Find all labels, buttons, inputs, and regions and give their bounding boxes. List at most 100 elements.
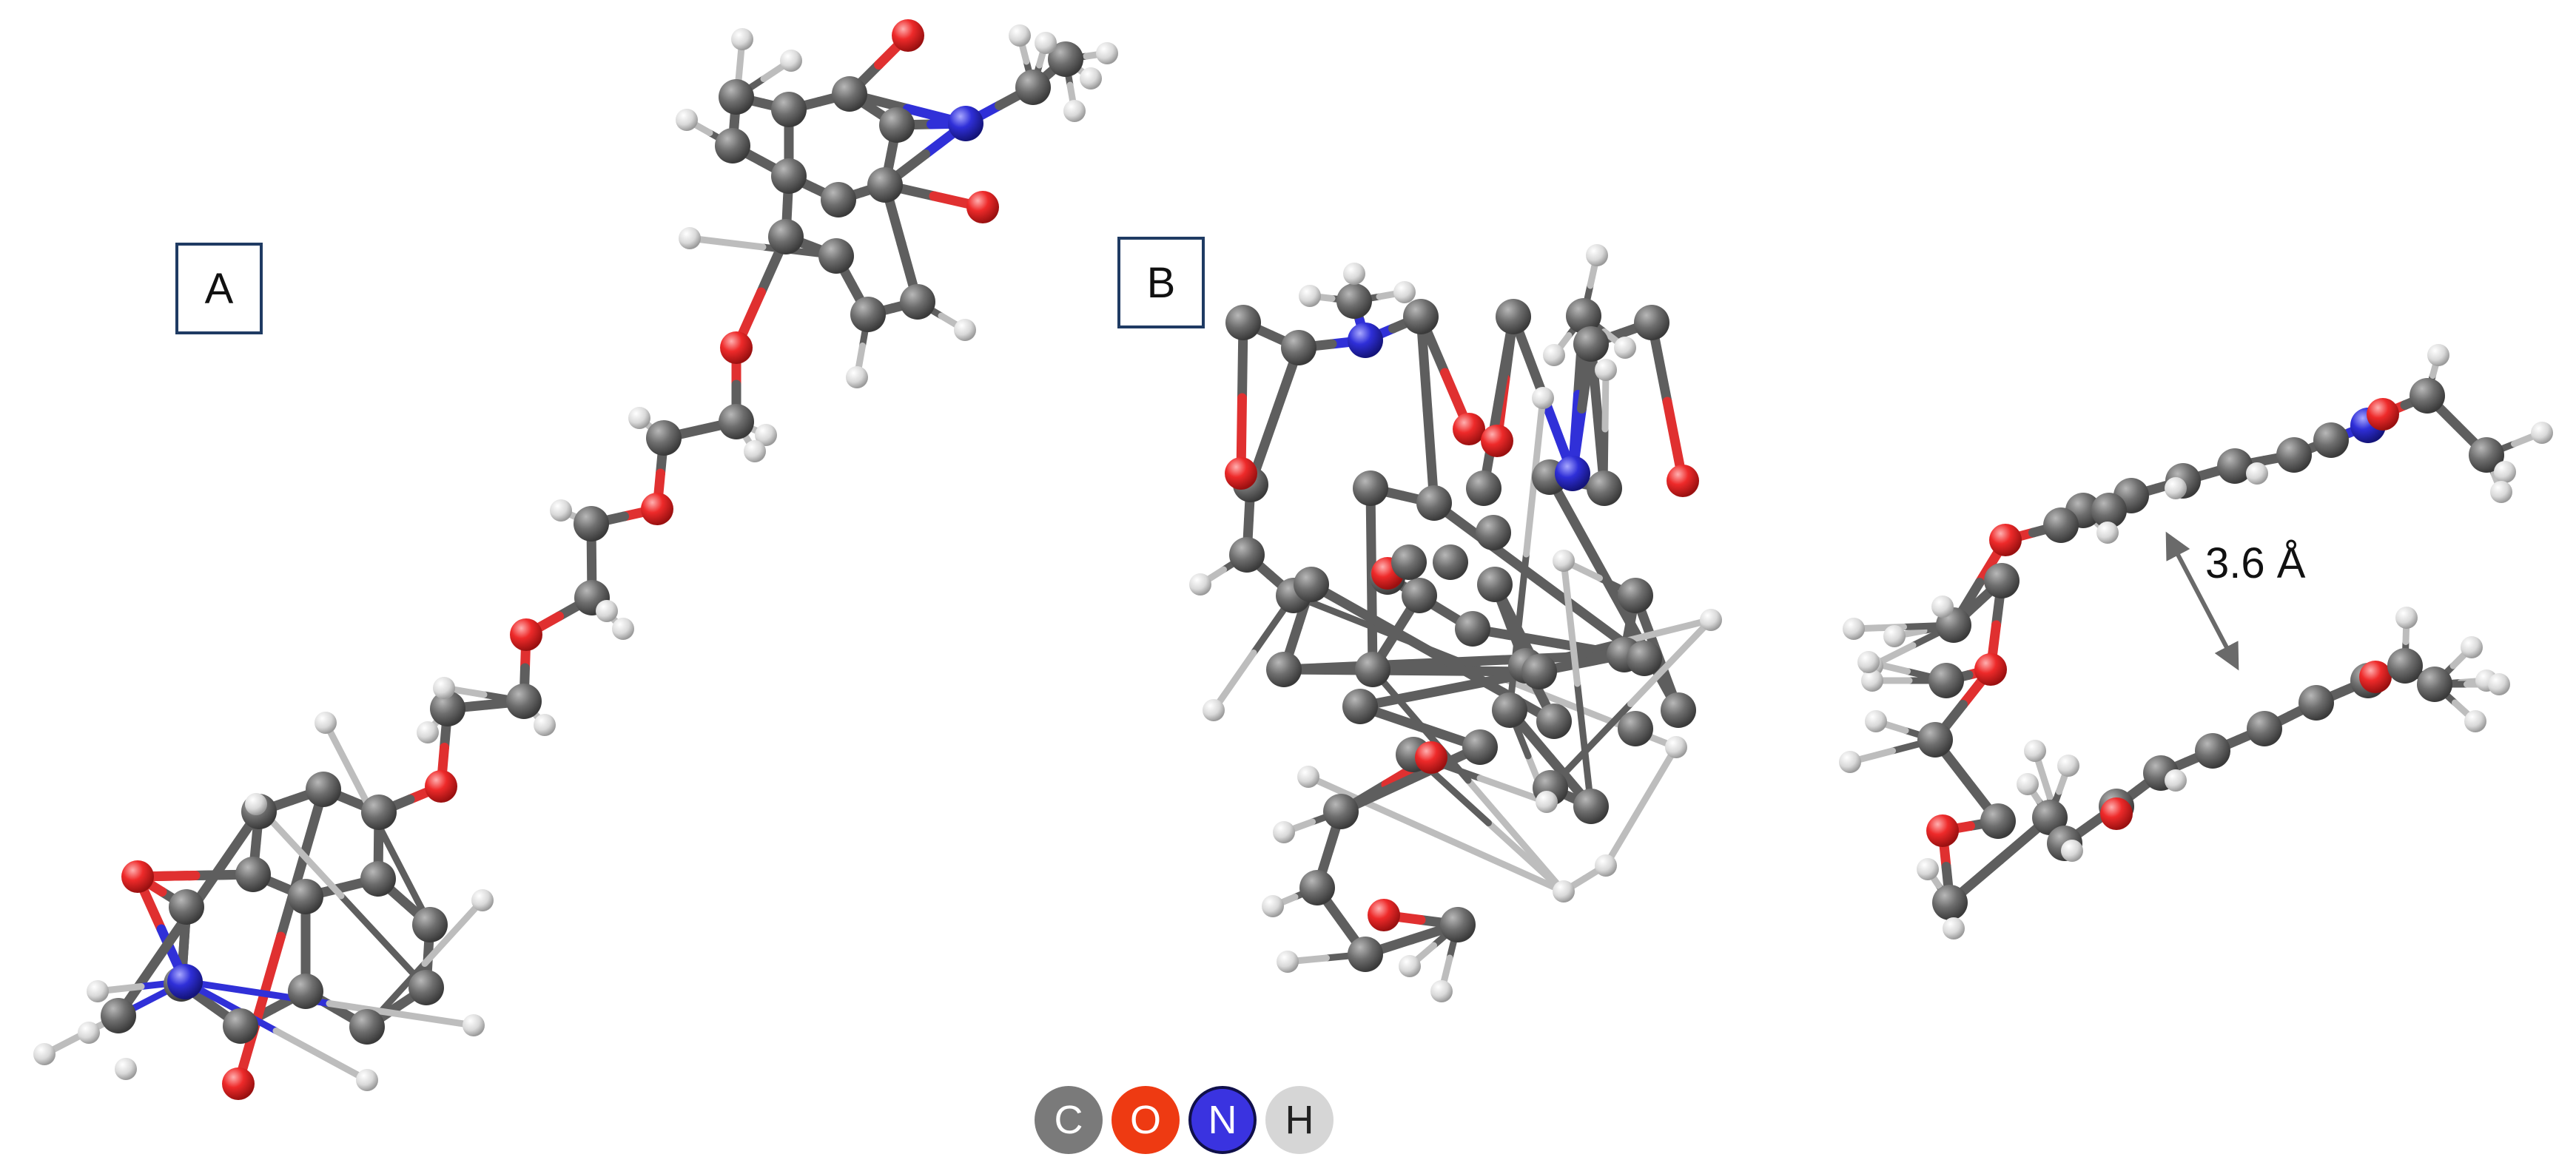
atom-h: [1857, 651, 1880, 673]
atom-c: [1229, 537, 1265, 573]
atom-h: [1595, 359, 1617, 381]
bond: [1305, 773, 1439, 837]
legend-n: N: [1188, 1086, 1257, 1154]
atom-c: [1336, 283, 1372, 319]
atom-c: [1403, 299, 1439, 334]
legend-c: C: [1035, 1086, 1103, 1154]
atom-n: [1348, 323, 1383, 358]
atom-c: [1048, 41, 1083, 77]
atom-h: [1273, 821, 1295, 843]
atom-c: [360, 861, 396, 897]
legend-h: H: [1265, 1086, 1334, 1154]
atom-c: [1477, 567, 1513, 602]
atom-h: [463, 1014, 485, 1036]
bond: [374, 820, 434, 928]
atom-c: [768, 219, 804, 254]
bond: [1210, 650, 1257, 714]
atom-h: [356, 1069, 378, 1091]
atom-h: [1035, 32, 1057, 54]
bond: [233, 931, 286, 1089]
atom-c: [1980, 803, 2016, 839]
bond: [1485, 820, 1567, 895]
atom-h: [1861, 669, 1883, 692]
atom-c: [1492, 692, 1527, 728]
bond: [276, 784, 329, 942]
atom-h: [846, 366, 868, 388]
atom-h: [1917, 858, 1939, 880]
atom-h: [1430, 980, 1453, 1002]
bond: [1279, 664, 1416, 675]
atom-h: [1843, 618, 1865, 640]
atom-h: [2057, 755, 2079, 777]
atom-c: [1402, 578, 1437, 613]
bond: [1506, 550, 1530, 714]
atom-n: [167, 964, 203, 999]
atom-c: [430, 691, 465, 726]
atom-h: [417, 721, 439, 743]
atom-h: [1063, 100, 1086, 122]
atom-c: [1323, 794, 1359, 829]
atom-o: [1926, 814, 1959, 847]
atom-o: [1974, 653, 2007, 686]
atom-n: [948, 106, 983, 141]
atom-h: [1839, 751, 1861, 773]
atom-c: [2387, 648, 2423, 684]
atom-c: [306, 772, 341, 807]
atom-c: [1476, 515, 1511, 550]
atom-h: [612, 618, 634, 640]
atom-c: [1496, 299, 1531, 334]
atom-c: [1353, 470, 1388, 506]
atom-c: [2298, 685, 2334, 721]
atom-h: [2494, 461, 2516, 483]
atom-h: [1586, 244, 1608, 266]
bond: [686, 235, 767, 251]
bond: [1355, 675, 1497, 712]
atom-c: [1566, 298, 1601, 334]
atom-c: [1225, 305, 1261, 340]
atom-c: [1618, 578, 1653, 613]
bond: [1560, 557, 1581, 687]
atom-h: [2395, 607, 2418, 629]
atom-c: [2032, 800, 2068, 835]
atom-c: [408, 970, 444, 1005]
atom-c: [101, 998, 136, 1033]
atom-c: [1266, 652, 1302, 687]
atom-c: [1466, 470, 1501, 506]
atom-h: [1553, 550, 1575, 572]
atom-h: [2464, 710, 2486, 732]
atom-c: [1294, 567, 1329, 602]
atom-o: [121, 860, 154, 893]
atom-c: [1932, 885, 1968, 920]
atom-c: [818, 238, 854, 274]
atom-o: [1453, 413, 1485, 445]
atom-c: [235, 857, 271, 892]
atom-c: [1521, 654, 1557, 689]
atom-c: [2195, 733, 2230, 769]
atom-c: [1440, 907, 1476, 942]
atom-c: [288, 974, 323, 1009]
atom-c: [646, 420, 682, 456]
atom-c: [1928, 663, 1964, 698]
atom-h: [2488, 673, 2510, 695]
atom-h: [115, 1058, 137, 1080]
bond: [421, 897, 486, 967]
atom-c: [2409, 378, 2445, 414]
atom-h: [1299, 285, 1321, 307]
bond: [1627, 616, 1715, 707]
bond: [1638, 743, 1680, 810]
atom-h: [550, 499, 572, 522]
atom-h: [245, 793, 267, 815]
atom-h: [676, 109, 698, 131]
bond: [272, 1028, 371, 1084]
atom-h: [2461, 636, 2483, 658]
atom-c: [2247, 711, 2282, 746]
bond: [326, 1000, 477, 1029]
atom-h: [679, 227, 701, 249]
legend-o: O: [1112, 1086, 1180, 1154]
atom-c: [1391, 544, 1427, 580]
atom-c: [1433, 544, 1468, 580]
atom-h: [471, 889, 494, 911]
atom-c: [1627, 641, 1662, 676]
